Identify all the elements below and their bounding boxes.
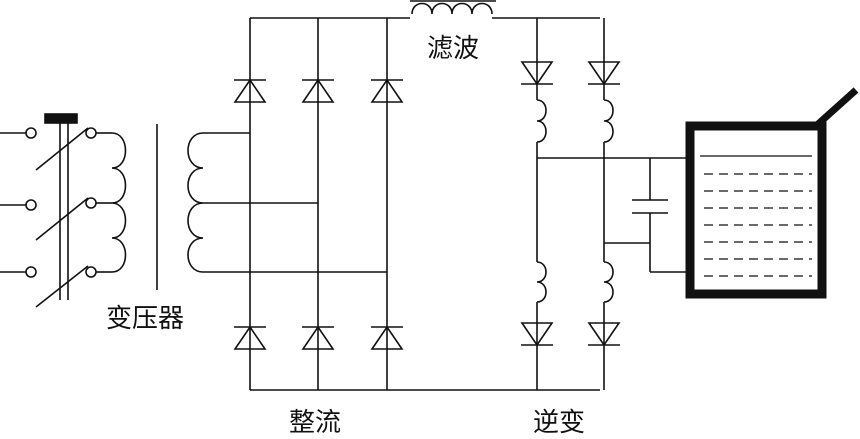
rectifier-diode [301, 325, 335, 350]
transformer-label: 变压器 [106, 304, 185, 334]
transformer-primary-coil [96, 132, 127, 273]
transformer-secondary-coil [187, 132, 387, 273]
rectifier-diode [370, 325, 404, 350]
resonant-capacitor [537, 157, 690, 273]
inverter-diode [520, 61, 554, 86]
inverter-diode [587, 61, 621, 86]
inverter-label: 逆变 [533, 408, 586, 438]
rectifier-diode [233, 325, 267, 350]
rectifier-diode [301, 78, 335, 103]
rectifier-bridge [233, 17, 600, 391]
inverter-diode [587, 322, 621, 347]
inverter-bridge [520, 18, 621, 390]
rectifier-diode [370, 78, 404, 103]
filter-label: 滤波 [427, 34, 480, 64]
furnace-crucible [685, 87, 859, 299]
filter-inductor [410, 0, 600, 19]
inverter-diode [520, 322, 554, 347]
three-phase-switch [0, 113, 97, 308]
rectifier-label: 整流 [289, 408, 342, 438]
rectifier-diode [233, 78, 267, 103]
